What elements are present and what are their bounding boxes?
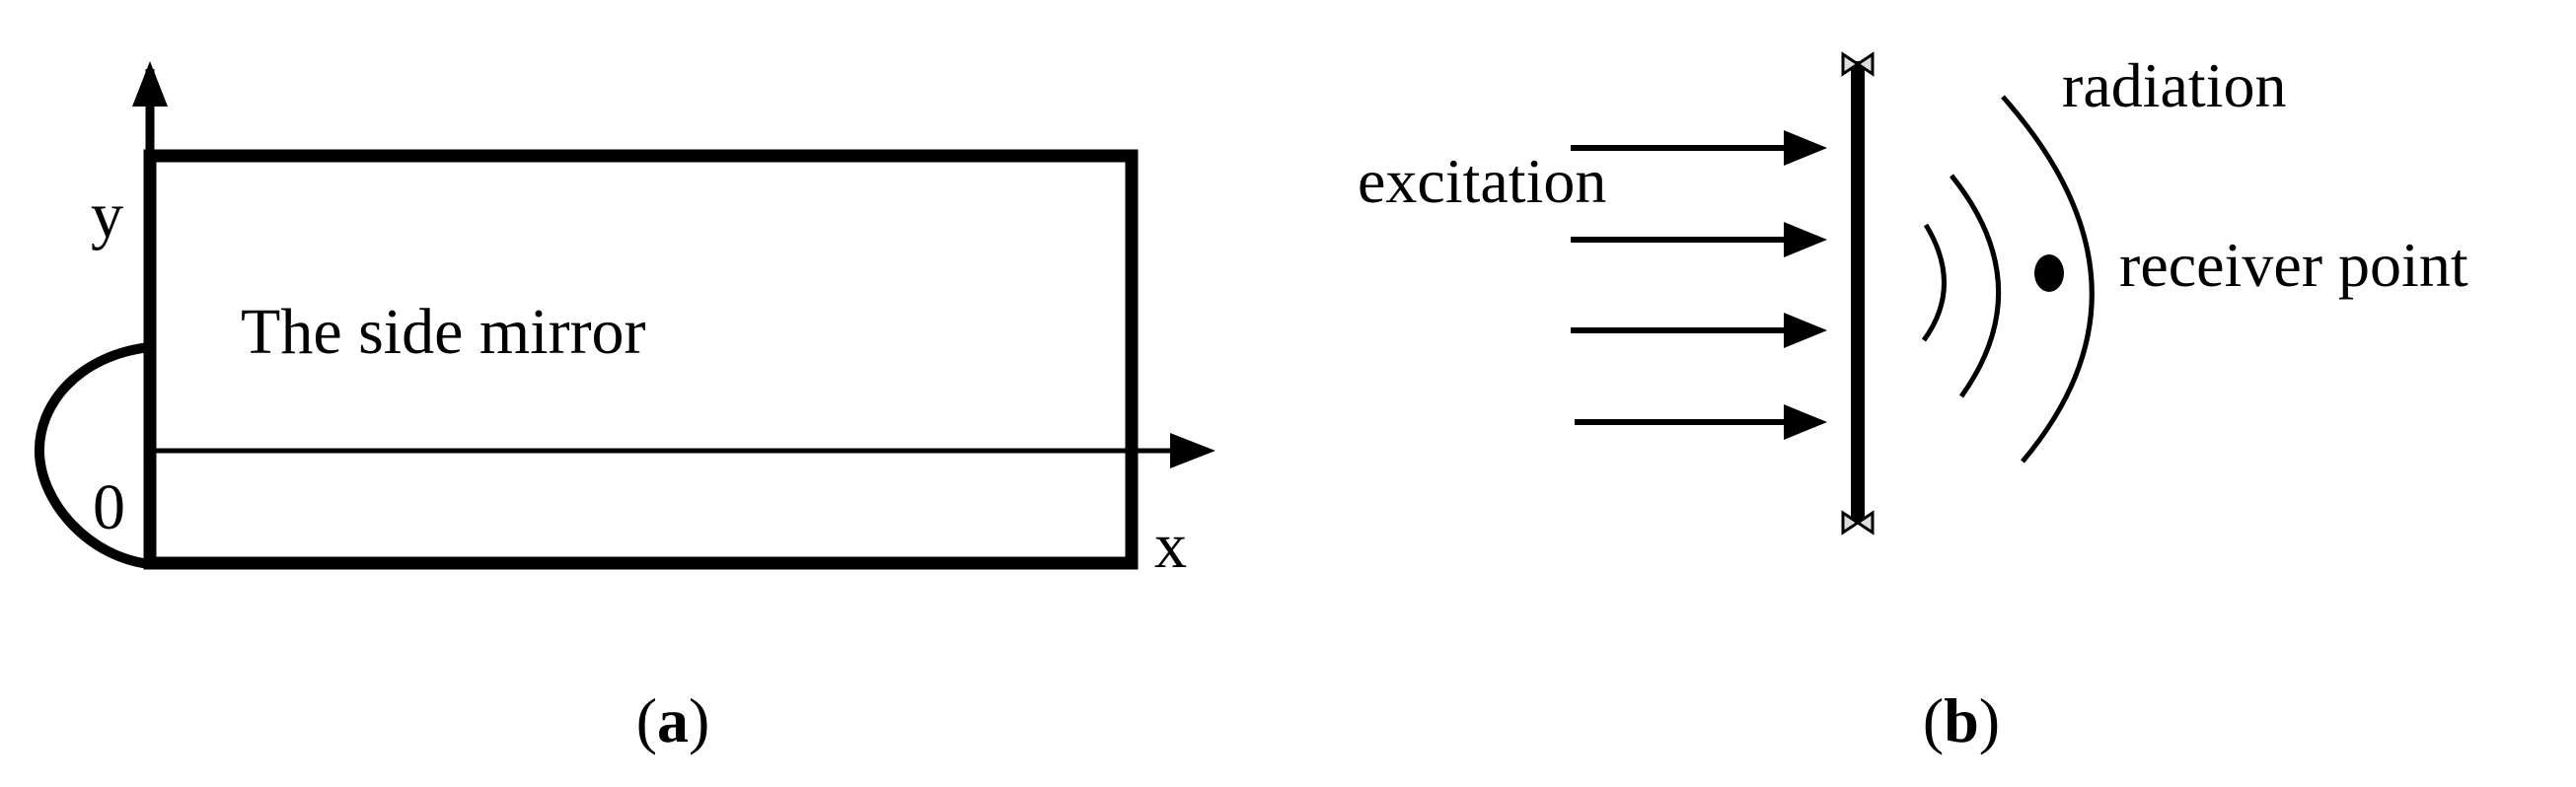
bottom-support-icon (1841, 510, 1875, 536)
y-axis-label: y (91, 179, 123, 251)
side-mirror-label: The side mirror (241, 296, 646, 368)
top-support-icon (1841, 51, 1875, 77)
panel-a: y x 0 The side mirror (a) (34, 61, 1215, 755)
caption-a-letter: a (657, 685, 689, 755)
excitation-arrowhead (1784, 222, 1827, 257)
mirror-mount-arc (34, 342, 151, 569)
origin-label: 0 (93, 471, 125, 543)
svg-text:(b): (b) (1923, 685, 2000, 755)
caption-b-close: ) (1979, 685, 2000, 755)
caption-a-close: ) (689, 685, 709, 755)
svg-text:(a): (a) (636, 685, 710, 755)
radiation-arc-medium (1950, 174, 2002, 398)
caption-b-open: ( (1923, 685, 1944, 755)
caption-a-open: ( (636, 685, 657, 755)
caption-b-letter: b (1944, 685, 1979, 755)
caption-b: (b) (1923, 685, 2000, 755)
radiation-arc-large (2001, 95, 2095, 464)
radiation-arc-small (1921, 223, 1947, 342)
panel-b: excitation radiation receiver point (b) (1358, 50, 2468, 755)
receiver-point (2034, 254, 2064, 292)
excitation-arrowhead (1784, 404, 1827, 440)
receiver-point-label: receiver point (2119, 230, 2468, 300)
x-axis-arrowhead (1170, 433, 1215, 468)
excitation-arrowhead (1784, 313, 1827, 348)
radiation-label: radiation (2062, 50, 2286, 120)
side-mirror-rect (143, 149, 1139, 570)
x-axis-label: x (1154, 510, 1187, 582)
caption-a: (a) (636, 685, 710, 755)
excitation-label: excitation (1358, 146, 1606, 216)
y-axis-arrowhead (132, 61, 168, 107)
excitation-arrowhead (1784, 130, 1827, 166)
